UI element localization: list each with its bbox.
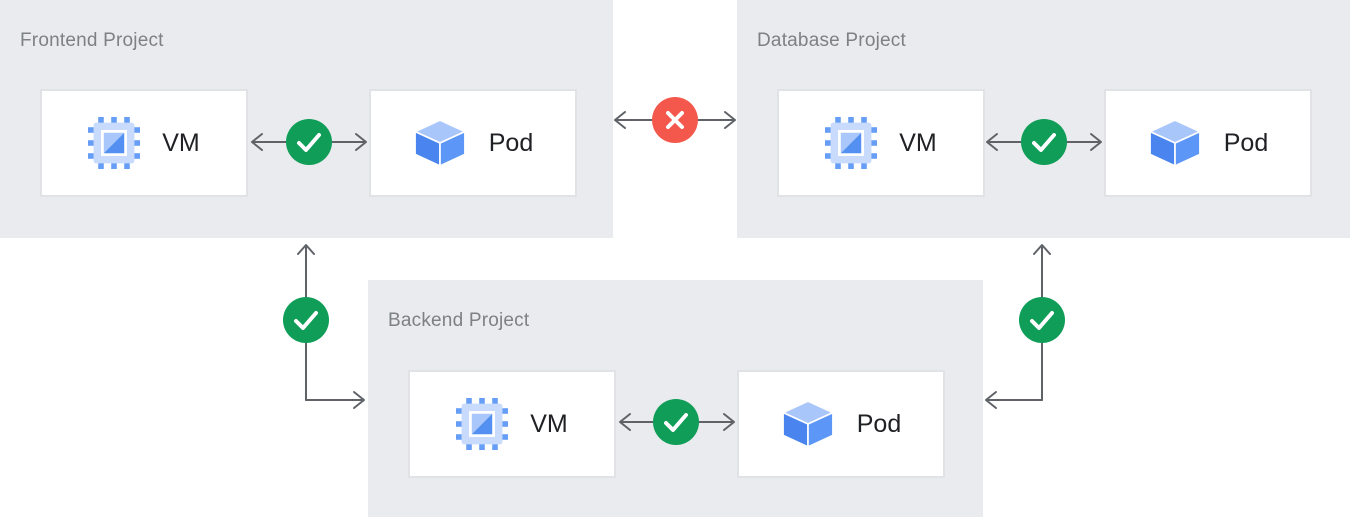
- node-database-vm: VM: [777, 89, 985, 197]
- node-label: VM: [899, 128, 937, 157]
- compute-engine-icon: [88, 117, 141, 169]
- node-database-pod: Pod: [1104, 89, 1312, 197]
- node-label: Pod: [1223, 128, 1269, 157]
- cross-icon-frontend-database: [652, 97, 698, 143]
- pod-cube-icon: [1148, 119, 1202, 167]
- pod-cube-icon: [781, 400, 835, 448]
- compute-engine-icon: [825, 117, 878, 169]
- check-icon-frontend-backend: [283, 297, 329, 343]
- node-label: Pod: [488, 128, 534, 157]
- node-label: VM: [530, 409, 568, 438]
- node-label: VM: [162, 128, 200, 157]
- node-label: Pod: [856, 409, 902, 438]
- node-backend-pod: Pod: [737, 370, 945, 478]
- compute-engine-icon: [456, 398, 509, 450]
- node-backend-vm: VM: [408, 370, 616, 478]
- check-icon-backend-internal: [653, 399, 699, 445]
- node-frontend-pod: Pod: [369, 89, 577, 197]
- check-icon-database-backend: [1019, 297, 1065, 343]
- check-icon-database-internal: [1021, 119, 1067, 165]
- project-title-backend: Backend Project: [388, 310, 530, 331]
- pod-cube-icon: [413, 119, 467, 167]
- node-frontend-vm: VM: [40, 89, 248, 197]
- check-icon-frontend-internal: [286, 119, 332, 165]
- project-title-frontend: Frontend Project: [20, 30, 164, 51]
- project-title-database: Database Project: [757, 30, 906, 51]
